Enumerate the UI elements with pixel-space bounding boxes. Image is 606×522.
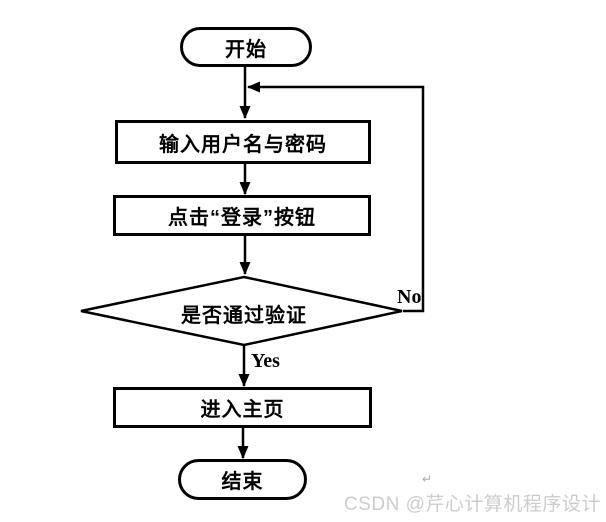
process-input-credentials: 输入用户名与密码: [115, 120, 371, 164]
decision-verify-label: 是否通过验证: [181, 305, 307, 327]
edge-decision-no-feedback: [247, 81, 425, 313]
watermark: CSDN @芹心计算机程序设计: [344, 494, 601, 515]
decision-diamond-shape: [80, 275, 403, 347]
process-click-login: 点击“登录”按钮: [113, 195, 371, 236]
return-mark-icon: ↵: [422, 472, 433, 486]
process-input-credentials-label: 输入用户名与密码: [159, 133, 327, 156]
end-node-label: 结束: [221, 471, 264, 493]
start-node-label: 开始: [225, 38, 267, 61]
no-edge-label: No: [397, 286, 422, 308]
process-enter-home: 进入主页: [113, 387, 372, 428]
process-enter-home-label: 进入主页: [200, 399, 285, 421]
end-node: 结束: [178, 459, 307, 500]
process-click-login-label: 点击“登录”按钮: [168, 207, 316, 229]
yes-edge-label: Yes: [251, 350, 280, 372]
start-node: 开始: [180, 27, 312, 67]
